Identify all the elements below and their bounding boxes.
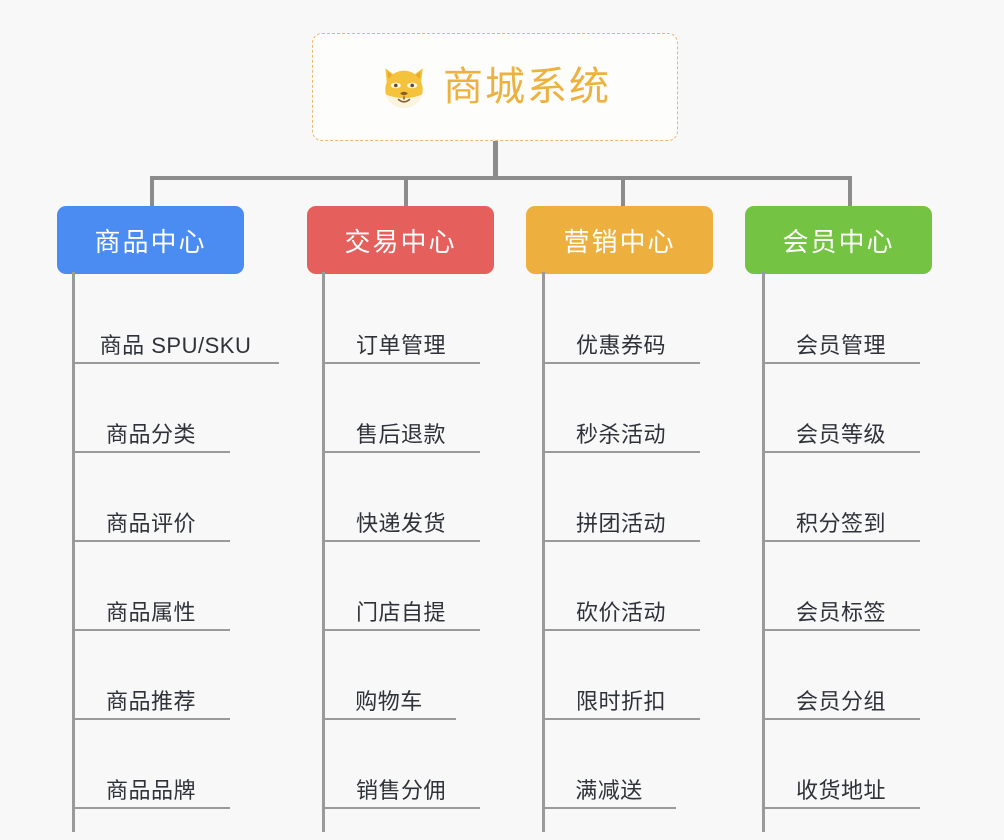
leaf-item[interactable]: 商品评价: [72, 490, 230, 542]
leaf-item[interactable]: 购物车: [322, 668, 456, 720]
leaf-label: 优惠券码: [575, 332, 666, 358]
leaf-label: 商品 SPU/SKU: [99, 332, 252, 358]
category-box-4[interactable]: 会员中心: [745, 206, 932, 274]
leaf-item[interactable]: 积分签到: [762, 490, 920, 542]
leaf-item[interactable]: 商品品牌: [72, 757, 230, 809]
leaf-label: 销售分佣: [355, 777, 446, 803]
connector-drop-3: [621, 176, 625, 208]
leaf-label: 快递发货: [355, 510, 446, 536]
root-node-mall-system[interactable]: 商城系统: [312, 33, 678, 141]
leaf-label: 订单管理: [355, 332, 446, 358]
leaf-item[interactable]: 秒杀活动: [542, 401, 700, 453]
leaf-label: 商品分类: [105, 421, 196, 447]
connector-root-stem: [493, 141, 498, 180]
leaf-item[interactable]: 砍价活动: [542, 579, 700, 631]
connector-horizontal-bus: [150, 176, 852, 180]
category-title-4: 会员中心: [782, 226, 895, 257]
leaf-label: 购物车: [355, 688, 423, 714]
leaf-label: 砍价活动: [575, 599, 666, 625]
leaf-label: 商品品牌: [105, 777, 196, 803]
leaf-label: 满减送: [575, 777, 643, 803]
leaf-item[interactable]: 优惠券码: [542, 312, 700, 364]
leaf-label: 门店自提: [355, 599, 446, 625]
leaf-label: 商品推荐: [105, 688, 196, 714]
category-box-2[interactable]: 交易中心: [307, 206, 494, 274]
leaf-item[interactable]: 会员等级: [762, 401, 920, 453]
leaf-label: 会员分组: [795, 688, 886, 714]
leaf-label: 会员等级: [795, 421, 886, 447]
leaf-item[interactable]: 门店自提: [322, 579, 480, 631]
connector-drop-4: [848, 176, 852, 208]
leaf-label: 限时折扣: [575, 688, 666, 714]
shiba-dog-face-icon: [385, 68, 423, 109]
leaf-item[interactable]: 会员管理: [762, 312, 920, 364]
leaf-item[interactable]: 收货地址: [762, 757, 920, 809]
leaf-label: 秒杀活动: [575, 421, 666, 447]
leaf-item[interactable]: 拼团活动: [542, 490, 700, 542]
leaf-label: 收货地址: [795, 777, 886, 803]
leaf-spine-4: [762, 272, 765, 832]
category-box-3[interactable]: 营销中心: [526, 206, 713, 274]
connector-drop-2: [404, 176, 408, 208]
leaf-label: 会员管理: [795, 332, 886, 358]
leaf-item[interactable]: 商品属性: [72, 579, 230, 631]
leaf-label: 积分签到: [795, 510, 886, 536]
leaf-item[interactable]: 会员标签: [762, 579, 920, 631]
leaf-item[interactable]: 限时折扣: [542, 668, 700, 720]
leaf-item[interactable]: 满减送: [542, 757, 676, 809]
category-box-1[interactable]: 商品中心: [57, 206, 244, 274]
leaf-spine-2: [322, 272, 325, 832]
leaf-item[interactable]: 订单管理: [322, 312, 480, 364]
leaf-item[interactable]: 商品分类: [72, 401, 230, 453]
leaf-label: 商品评价: [105, 510, 196, 536]
leaf-label: 会员标签: [795, 599, 886, 625]
category-title-1: 商品中心: [94, 226, 207, 257]
leaf-spine-1: [72, 272, 75, 832]
connector-drop-1: [150, 176, 154, 208]
leaf-label: 售后退款: [355, 421, 446, 447]
leaf-label: 拼团活动: [575, 510, 666, 536]
leaf-item[interactable]: 会员分组: [762, 668, 920, 720]
leaf-item[interactable]: 售后退款: [322, 401, 480, 453]
root-node-title: 商城系统: [443, 65, 611, 109]
leaf-item[interactable]: 商品 SPU/SKU: [72, 312, 279, 364]
category-title-3: 营销中心: [563, 226, 676, 257]
leaf-item[interactable]: 商品推荐: [72, 668, 230, 720]
leaf-spine-3: [542, 272, 545, 832]
leaf-item[interactable]: 快递发货: [322, 490, 480, 542]
leaf-label: 商品属性: [105, 599, 196, 625]
leaf-item[interactable]: 销售分佣: [322, 757, 480, 809]
category-title-2: 交易中心: [344, 226, 457, 257]
